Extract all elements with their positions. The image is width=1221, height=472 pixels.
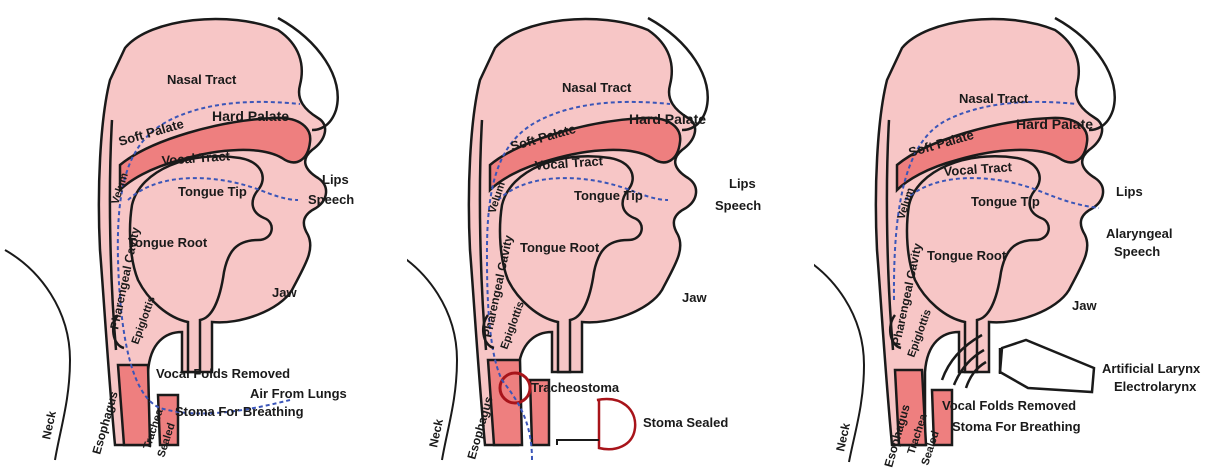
label-tracheostoma: Tracheostoma [531,380,620,395]
neck-outline [5,250,70,460]
label-vocal-folds-removed: Vocal Folds Removed [942,398,1076,413]
label-hard-palate: Hard Palate [629,111,706,127]
label-neck: Neck [426,417,446,448]
label-tongue-tip: Tongue Tip [971,194,1040,209]
label-jaw: Jaw [682,290,707,305]
label-lips: Lips [729,176,756,191]
label-nasal-tract: Nasal Tract [562,80,632,95]
label-hard-palate: Hard Palate [1016,116,1093,132]
label-stoma-for-breathing: Stoma For Breathing [175,404,304,419]
label-lips: Lips [1116,184,1143,199]
label-lips: Lips [322,172,349,187]
label-stoma-for-breathing: Stoma For Breathing [952,419,1081,434]
stoma-sealed-ring [597,399,635,449]
label-air-from-lungs: Air From Lungs [250,386,347,401]
label-artificial-larynx: Artificial Larynx [1102,361,1201,376]
label-speech: Speech [308,192,354,207]
label-electrolarynx: Electrolarynx [1114,379,1197,394]
label-tongue-root: Tongue Root [927,248,1007,263]
label-vocal-folds-removed: Vocal Folds Removed [156,366,290,381]
label-tongue-root: Tongue Root [520,240,600,255]
label-stoma-sealed: Stoma Sealed [643,415,728,430]
label-speech: Speech [1114,244,1160,259]
label-speech: Speech [715,198,761,213]
panel-electrolarynx: Nasal Tract Hard Palate Soft Palate Velu… [814,0,1221,472]
label-nasal-tract: Nasal Tract [167,72,237,87]
panel-tracheoesophageal: Nasal Tract Hard Palate Soft Palate Velu… [407,0,814,472]
label-tongue-tip: Tongue Tip [574,188,643,203]
label-neck: Neck [39,409,59,440]
label-neck: Neck [833,421,853,452]
label-hard-palate: Hard Palate [212,108,289,124]
label-tongue-tip: Tongue Tip [178,184,247,199]
trachea-bottom-shape [557,440,599,445]
label-jaw: Jaw [272,285,297,300]
electrolarynx-device [1000,340,1094,392]
label-jaw: Jaw [1072,298,1097,313]
panel-laryngectomy: Nasal Tract Hard Palate Soft Palate Velu… [0,0,407,472]
label-nasal-tract: Nasal Tract [959,91,1029,106]
label-alaryngeal: Alaryngeal [1106,226,1172,241]
